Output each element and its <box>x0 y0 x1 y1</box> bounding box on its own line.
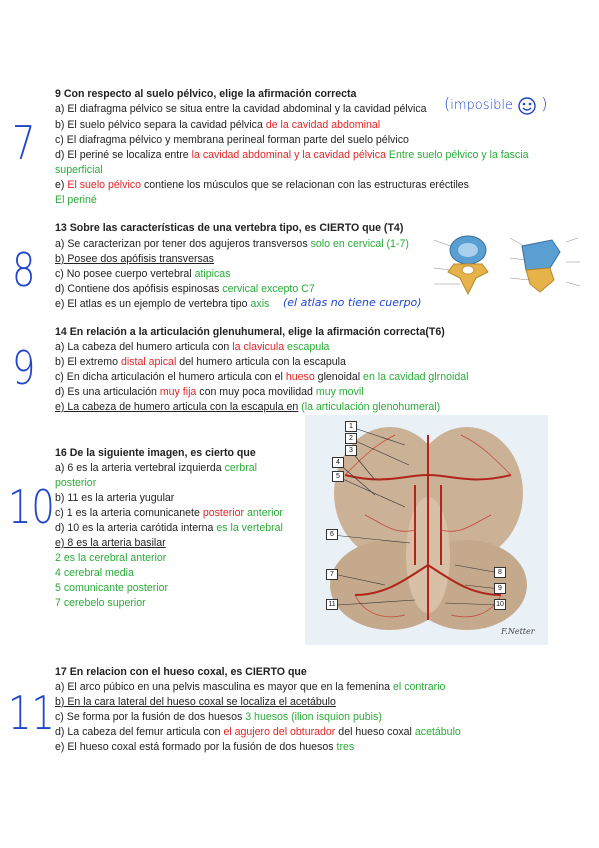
q14-title: 14 En relación a la articulación glenuhu… <box>55 326 445 338</box>
figure-label-6: 6 <box>326 529 338 540</box>
figure-label-8: 8 <box>494 567 506 578</box>
figure-label-10: 10 <box>494 599 506 610</box>
q17-option-b: b) En la cara lateral del hueso coxal se… <box>55 696 336 708</box>
q9-option-b: b) El suelo pélvico separa la cavidad pé… <box>55 119 381 131</box>
q9-title: 9 Con respecto al suelo pélvico, elige l… <box>55 88 357 100</box>
q13-option-e: e) El atlas es un ejemplo de vertebra ti… <box>55 298 270 310</box>
figure-label-2: 2 <box>345 433 357 444</box>
q16-option-d: d) 10 es la arteria carótida interna es … <box>55 522 283 534</box>
q16-note-3: 5 comunicante posterior <box>55 582 169 594</box>
q14-option-c: c) En dicha articulación el humero artic… <box>55 371 469 383</box>
q9-option-c: c) El diafragma pélvico y membrana perin… <box>55 134 409 146</box>
q9-handwritten-note: (imposible ) <box>444 94 548 116</box>
q9-option-d: d) El periné se localiza entre la cavida… <box>55 149 529 161</box>
q13-handwritten-note: (el atlas no tiene cuerpo) <box>283 296 422 309</box>
figure-label-3: 3 <box>345 445 357 456</box>
q17-option-d: d) La cabeza del femur articula con el a… <box>55 726 461 738</box>
q17-handwritten-number: 11 <box>8 686 55 740</box>
q16-note-4: 7 cerebelo superior <box>55 597 146 609</box>
q9-handwritten-number: 7 <box>12 116 36 170</box>
q13-option-b: b) Posee dos apófisis transversas <box>55 253 214 265</box>
q16-handwritten-number: 10 <box>8 480 55 534</box>
smiley-icon <box>518 96 536 115</box>
q13-handwritten-number: 8 <box>12 243 36 297</box>
q13-option-c: c) No posee cuerpo vertebral atipicas <box>55 268 231 280</box>
q14-handwritten-number: 9 <box>12 341 36 395</box>
q13-option-a: a) Se caracterizan por tener dos agujero… <box>55 238 409 250</box>
q16-note-1: 2 es la cerebral anterior <box>55 552 167 564</box>
q17-title: 17 En relacion con el hueso coxal, es CI… <box>55 666 307 678</box>
q17-option-a: a) El arco púbico en una pelvis masculin… <box>55 681 446 693</box>
q14-option-e: e) La cabeza de humero articula con la e… <box>55 401 441 413</box>
q9-option-a: a) El diafragma pélvico se situa entre l… <box>55 103 427 115</box>
q14-option-b: b) El extremo distal apical del humero a… <box>55 356 346 368</box>
vertebra-figure <box>426 228 586 300</box>
q16-option-a: a) 6 es la arteria vertebral izquierda c… <box>55 462 257 474</box>
figure-label-7: 7 <box>326 569 338 580</box>
q16-option-e: e) 8 es la arteria basilar <box>55 537 166 549</box>
figure-label-4: 4 <box>332 457 344 468</box>
q13-option-d: d) Contiene dos apófisis espinosas cervi… <box>55 283 315 295</box>
q9-option-d-cont: superficial <box>55 164 103 176</box>
q16-option-b: b) 11 es la arteria yugular <box>55 492 175 504</box>
q17-option-c: c) Se forma por la fusión de dos huesos … <box>55 711 382 723</box>
q13-title: 13 Sobre las características de una vert… <box>55 222 404 234</box>
q16-option-a-cont: posterior <box>55 477 97 489</box>
q16-title: 16 De la siguiente imagen, es cierto que <box>55 447 256 459</box>
q9-answer-note: El periné <box>55 194 97 206</box>
figure-signature: F.Netter <box>501 627 535 636</box>
q16-note-2: 4 cerebral media <box>55 567 134 579</box>
q16-option-c: c) 1 es la arteria comunicanete posterio… <box>55 507 283 519</box>
figure-label-5: 5 <box>332 471 344 482</box>
q17-option-e: e) El hueso coxal está formado por la fu… <box>55 741 355 753</box>
q9-option-e: e) El suelo pélvico contiene los músculo… <box>55 179 469 191</box>
figure-label-11: 11 <box>326 599 338 610</box>
q14-option-a: a) La cabeza del humero articula con la … <box>55 341 330 353</box>
figure-label-1: 1 <box>345 421 357 432</box>
q14-option-d: d) Es una articulación muy fija con muy … <box>55 386 364 398</box>
figure-label-9: 9 <box>494 583 506 594</box>
